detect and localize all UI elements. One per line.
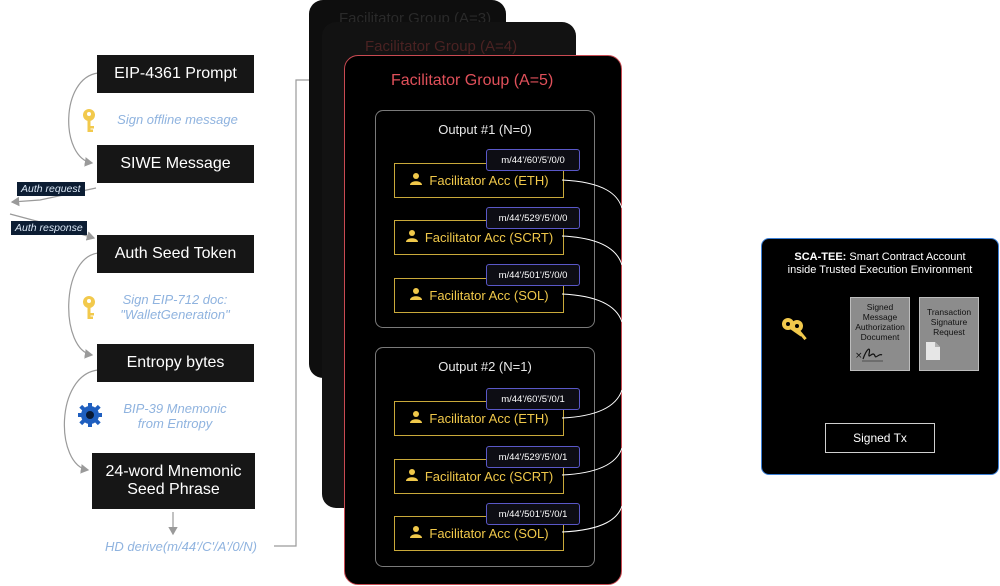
mnemonic-box: 24-word Mnemonic Seed Phrase — [92, 453, 255, 509]
acc-label: Facilitator Acc (SCRT) — [424, 469, 554, 484]
tee-title-bold: SCA-TEE: — [794, 251, 847, 263]
derivation-path-badge: m/44'/529'/5'/0/0 — [486, 207, 580, 229]
output-2-title: Output #2 (N=1) — [438, 359, 532, 374]
derivation-path-badge: m/44'/60'/5'/0/1 — [486, 388, 580, 410]
derivation-path-badge: m/44'/529'/5'/0/1 — [486, 446, 580, 468]
bip39-note: BIP-39 Mnemonic from Entropy — [100, 401, 250, 431]
tee-title-rest: Smart Contract Account — [846, 251, 966, 263]
auth-response-label: Auth response — [11, 221, 87, 235]
user-icon — [409, 410, 423, 427]
account-connectors — [561, 179, 623, 533]
user-icon — [405, 468, 419, 485]
sign-offline-note: Sign offline message — [117, 112, 238, 127]
facilitator-group-front: Facilitator Group (A=5) — [344, 55, 622, 585]
auth-request-label: Auth request — [17, 182, 85, 196]
acc-label: Facilitator Acc (SOL) — [429, 288, 549, 303]
svg-text:×: × — [855, 351, 863, 361]
keys-icon — [779, 316, 813, 353]
sign-eip712-note: Sign EIP-712 doc: "WalletGeneration" — [100, 292, 250, 322]
sign-eip712-line2: "WalletGeneration" — [120, 307, 230, 322]
output-2-box: Output #2 (N=1) — [375, 347, 595, 567]
doc2-line: Transaction — [926, 307, 972, 317]
output-1-box: Output #1 (N=0) — [375, 110, 595, 328]
acc-label: Facilitator Acc (SOL) — [429, 526, 549, 541]
doc1-line: Message — [862, 312, 898, 322]
acc-label: Facilitator Acc (ETH) — [429, 173, 549, 188]
entropy-bytes-box: Entropy bytes — [97, 344, 254, 382]
hd-derive-note: HD derive(m/44'/C'/A'/0/N) — [105, 539, 257, 554]
user-icon — [405, 229, 419, 246]
tee-title-line2: inside Trusted Execution Environment — [787, 264, 973, 276]
doc1-line: Document — [860, 332, 900, 342]
user-icon — [409, 287, 423, 304]
user-icon — [409, 172, 423, 189]
output-1-title: Output #1 (N=0) — [438, 122, 532, 137]
derivation-path-badge: m/44'/501'/5'/0/1 — [486, 503, 580, 525]
transaction-signature-doc: Transaction Signature Request — [919, 297, 979, 371]
auth-seed-token-box: Auth Seed Token — [97, 235, 254, 273]
user-icon — [409, 525, 423, 542]
doc1-line: Authorization — [855, 322, 905, 332]
group-mid-title: Facilitator Group (A=4) — [365, 38, 518, 55]
key-icon — [80, 295, 98, 326]
gear-icon — [77, 402, 103, 433]
sca-tee-title: SCA-TEE: Smart Contract Account inside T… — [762, 251, 998, 277]
bip39-line1: BIP-39 Mnemonic — [123, 401, 227, 416]
bip39-line2: from Entropy — [137, 416, 213, 431]
file-icon — [926, 342, 940, 362]
derivation-path-badge: m/44'/501'/5'/0/0 — [486, 264, 580, 286]
key-icon — [80, 108, 98, 139]
derivation-path-badge: m/44'/60'/5'/0/0 — [486, 149, 580, 171]
doc2-line: Request — [933, 327, 965, 337]
siwe-message-box: SIWE Message — [97, 145, 254, 183]
eip4361-prompt-box: EIP-4361 Prompt — [97, 55, 254, 93]
acc-label: Facilitator Acc (ETH) — [429, 411, 549, 426]
sign-eip712-line1: Sign EIP-712 doc: — [122, 292, 228, 307]
signed-tx-box: Signed Tx — [825, 423, 935, 453]
doc2-line: Signature — [930, 317, 968, 327]
doc1-line: Signed — [866, 302, 894, 312]
signed-message-doc: Signed Message Authorization Document × — [850, 297, 910, 371]
acc-label: Facilitator Acc (SCRT) — [424, 230, 554, 245]
mnemonic-line2: Seed Phrase — [127, 481, 220, 498]
group-front-title: Facilitator Group (A=5) — [391, 72, 554, 89]
mnemonic-line1: 24-word Mnemonic — [105, 463, 242, 480]
signature-icon: × — [855, 344, 885, 366]
